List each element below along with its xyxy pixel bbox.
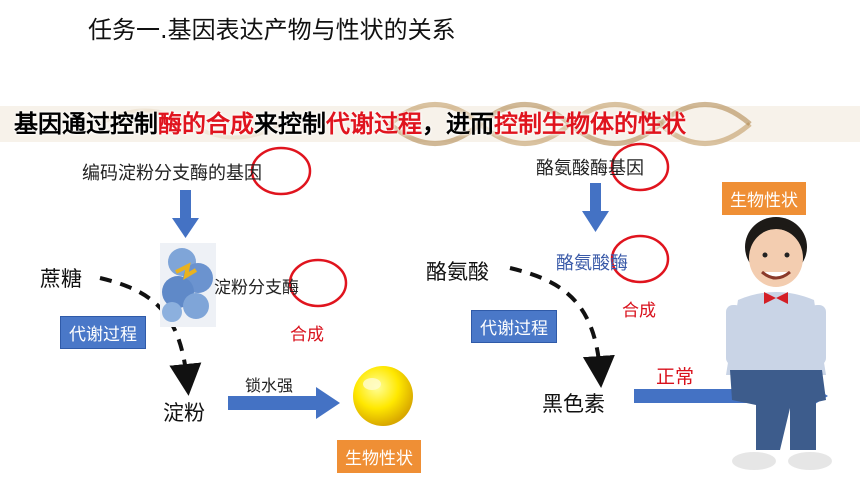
left-gene-label: 编码淀粉分支酶的基因	[82, 163, 262, 184]
headline-part-3: 来控制	[254, 110, 326, 138]
left-process-box: 代谢过程	[60, 316, 146, 349]
left-product: 淀粉	[163, 401, 205, 425]
headline: 基因通过控制酶的合成来控制代谢过程，进而控制生物体的性状	[14, 104, 854, 139]
right-gene-circle	[610, 142, 670, 192]
child-photo	[726, 217, 832, 470]
right-process-box: 代谢过程	[471, 310, 557, 343]
right-substrate: 酪氨酸	[426, 260, 489, 284]
right-gene-arrow	[582, 183, 609, 232]
right-gene-label: 酪氨酸酶基因	[536, 158, 644, 179]
headline-part-2: 酶的合成	[158, 110, 254, 138]
left-synthesis-label: 合成	[290, 325, 324, 345]
left-gene-circle	[250, 146, 312, 196]
right-metabolic-path	[509, 266, 615, 388]
left-trait-box: 生物性状	[337, 440, 421, 473]
protein-structure-image	[160, 243, 216, 327]
right-synthesis-label: 合成	[622, 301, 656, 321]
right-arrow-label: 正常	[656, 366, 695, 388]
left-substrate: 蔗糖	[40, 267, 82, 291]
dna-helix-banner	[0, 102, 860, 146]
headline-part-4: 代谢过程	[326, 110, 422, 138]
headline-part-5: ，进而	[422, 110, 494, 138]
right-product: 黑色素	[542, 392, 605, 416]
left-arrow-label: 锁水强	[245, 376, 294, 395]
left-trait-arrow	[228, 387, 340, 419]
slide-title: 任务一.基因表达产物与性状的关系	[88, 16, 456, 44]
left-enzyme-label: 淀粉分支酶	[214, 278, 299, 298]
left-metabolic-path	[99, 276, 202, 396]
headline-part-1: 基因通过控制	[14, 110, 158, 138]
starch-ball-image	[353, 366, 413, 426]
right-enzyme-circle	[610, 234, 670, 284]
headline-part-6: 控制生物体的性状	[494, 110, 686, 138]
right-trait-box: 生物性状	[722, 182, 806, 215]
right-enzyme-label: 酪氨酸酶	[556, 253, 628, 274]
left-enzyme-circle	[288, 258, 348, 308]
left-gene-arrow	[172, 190, 199, 238]
